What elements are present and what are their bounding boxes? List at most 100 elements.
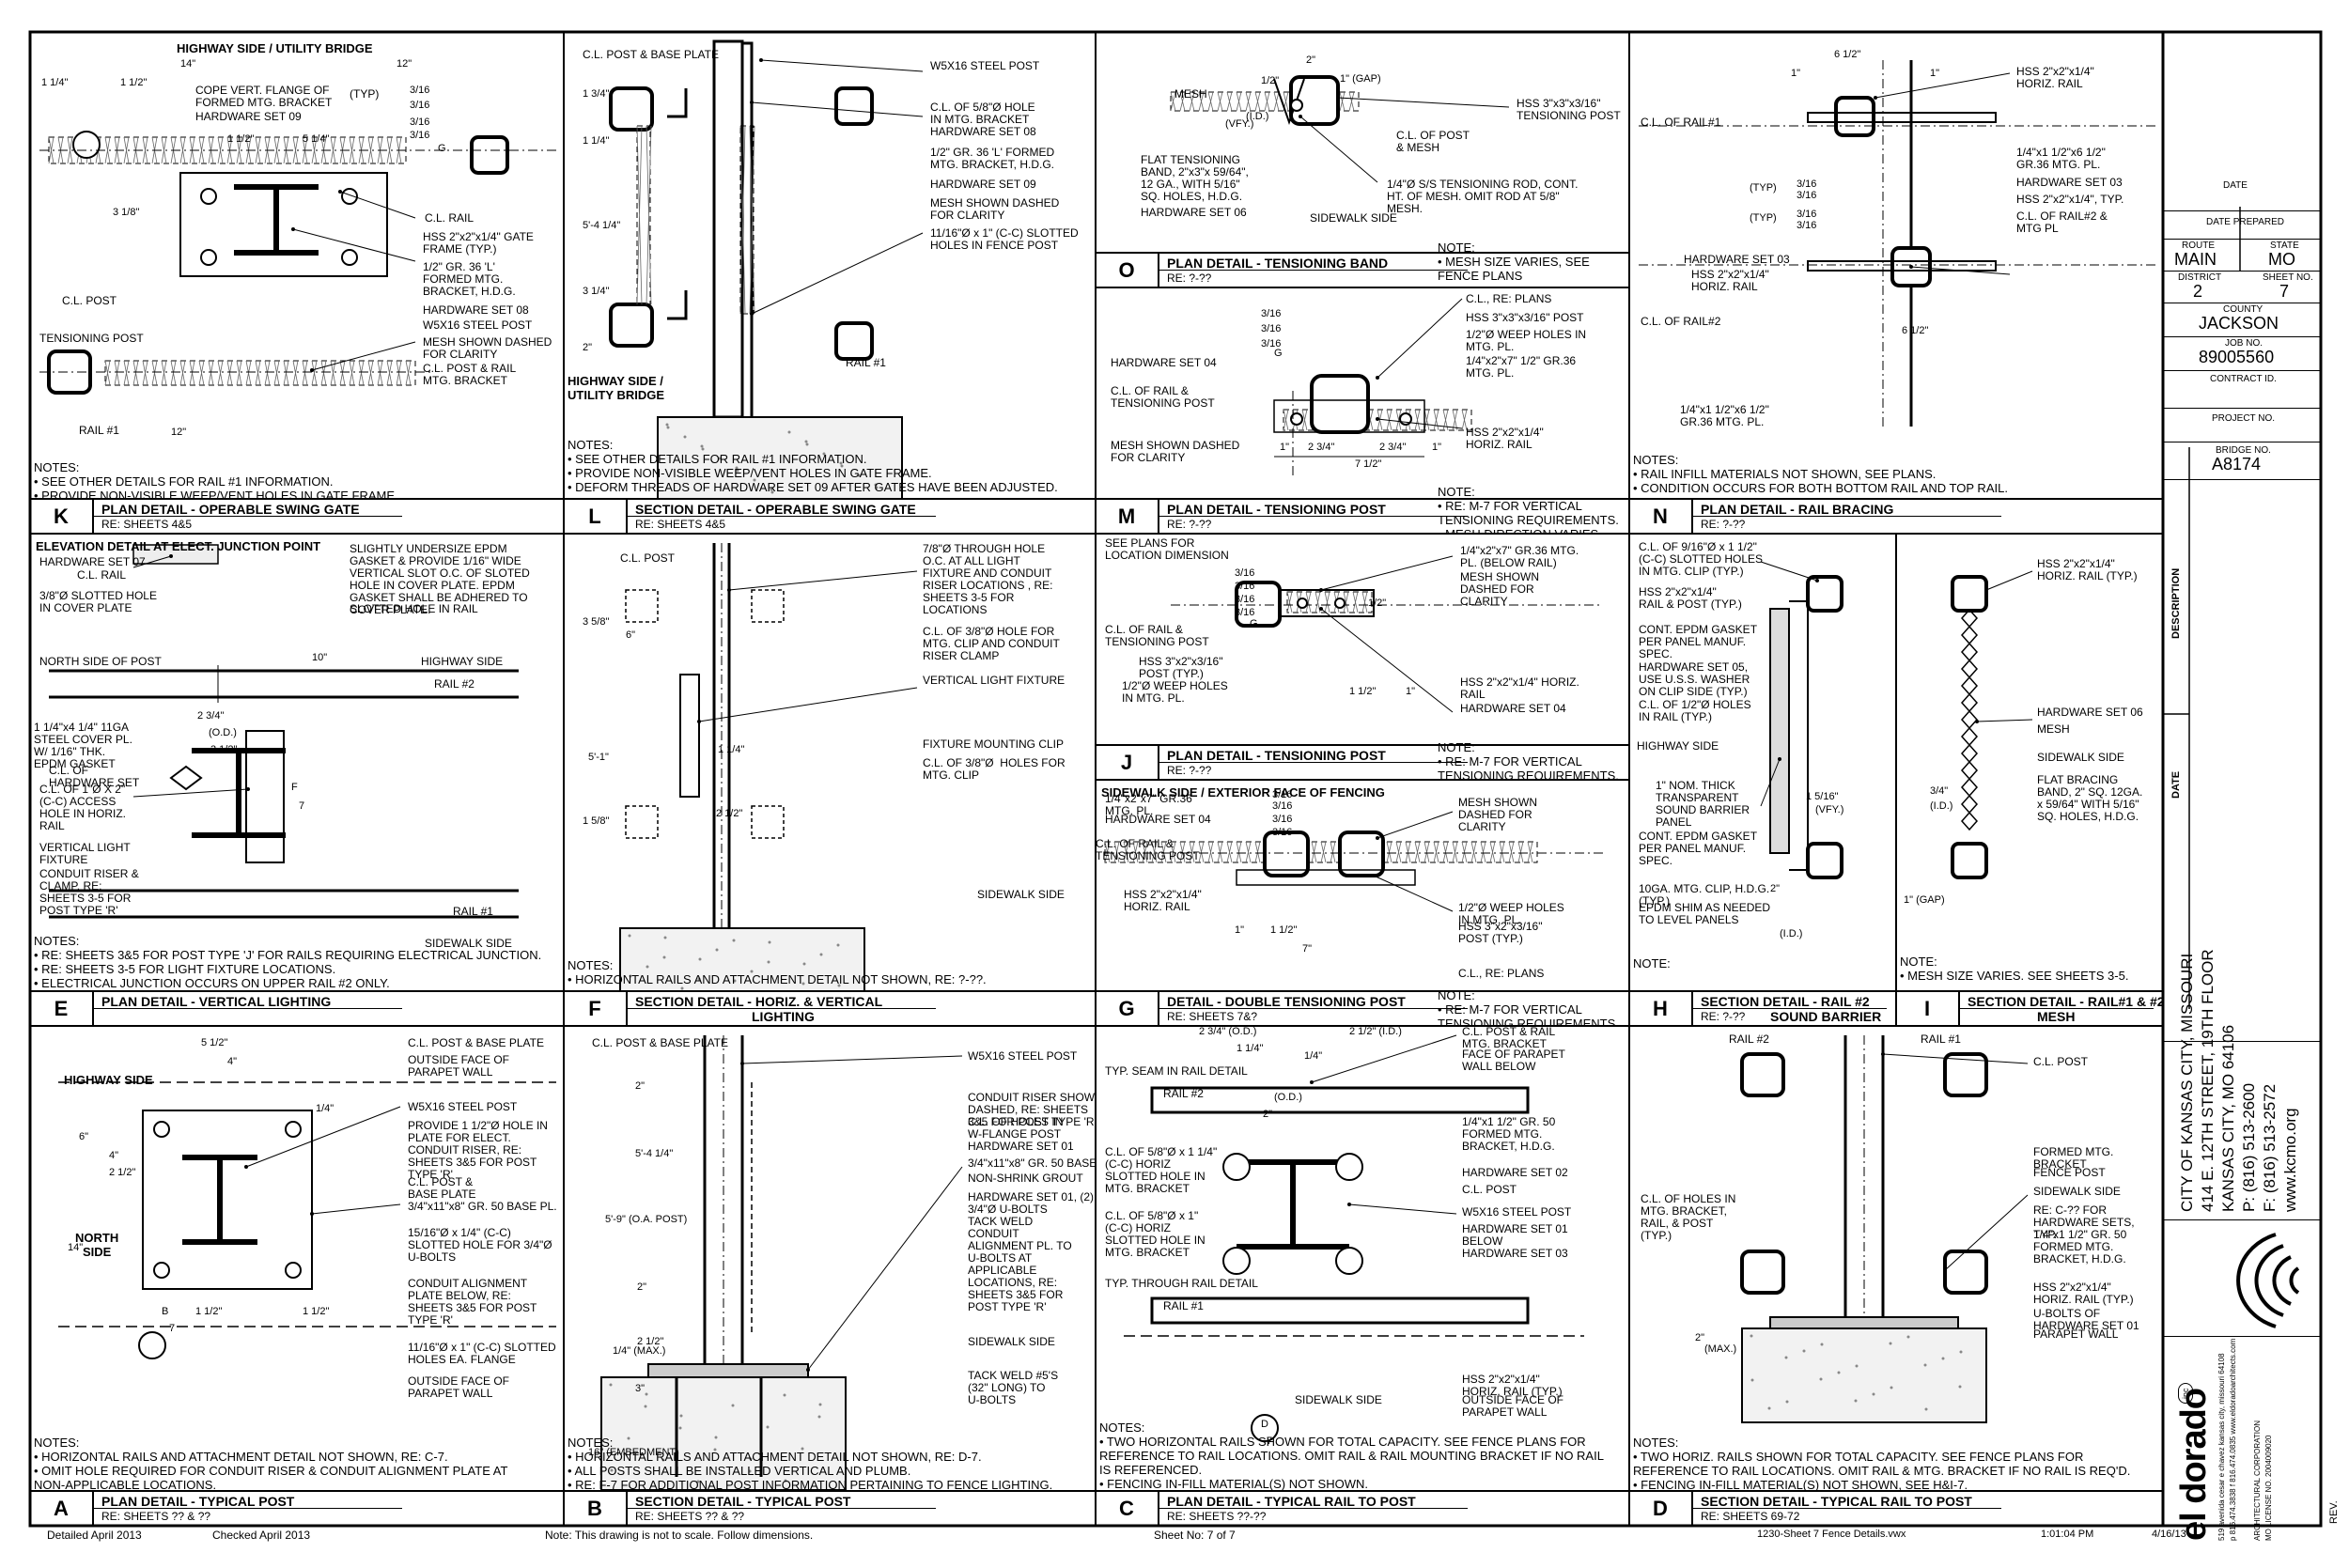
note-line: • HORIZONTAL RAILS AND ATTACHMENT DETAIL… [568, 1450, 982, 1464]
callout-label: MESH SHOWN DASHED FOR CLARITY [1460, 570, 1539, 608]
callout-label: HARDWARE SET 01 [968, 1140, 1074, 1153]
dimension-label: 1 1/2" [195, 1306, 223, 1317]
concrete-parapet [657, 416, 903, 498]
description-label: DESCRIPTION [2170, 567, 2182, 639]
firm-license: MO LICENSE NO. 2004009020 [2264, 1435, 2273, 1541]
note-line: • HORIZONTAL RAILS AND ATTACHMENT DETAIL… [34, 1450, 448, 1464]
callout-label: 1/2"Ø WEEP HOLES IN MTG. PL. [1466, 328, 1587, 353]
callout-label: SIDEWALK SIDE [425, 937, 512, 950]
dimension-label: 1 1/2" [120, 77, 148, 88]
dimension-label: 10" [312, 652, 328, 663]
callout-label: HARDWARE SET 09 [195, 110, 302, 123]
rev-label: REV. [2328, 1500, 2340, 1524]
note-line: • RAIL INFILL MATERIALS NOT SHOWN, SEE P… [1633, 467, 1937, 481]
note-line: • RE: M-7 FOR VERTICAL [1438, 499, 1582, 513]
detail-notes: NOTES:• RAIL INFILL MATERIALS NOT SHOWN,… [1633, 453, 2008, 495]
note-line: • RE: M-7 FOR VERTICAL [1438, 754, 1582, 768]
detail-title-sub: - TENSIONING POST [1252, 748, 1386, 763]
firm-name: el dorado [2174, 1388, 2214, 1541]
detail-letter: K [30, 500, 94, 534]
detail-title: PLAN DETAIL - VERTICAL LIGHTING [101, 994, 331, 1009]
w5x16-post [1237, 1159, 1349, 1250]
detail-letter: H [1629, 992, 1693, 1026]
callout-label: HARDWARE SET 02 [1462, 1166, 1568, 1179]
leader-line [1910, 266, 2011, 275]
callout-label: RAIL #1 [846, 356, 886, 369]
firm-badge: inc [2178, 1383, 2193, 1404]
detail-title-main: PLAN DETAIL [101, 1494, 188, 1509]
bolt-hole [200, 188, 217, 205]
note-line: • MESH SIZE VARIES, SEE [1438, 255, 1590, 269]
leader-line [1373, 875, 1454, 912]
detail-title: SECTION DETAIL - HORIZ. & VERTICAL [635, 994, 882, 1009]
detail-notes: NOTES:• RE: SHEETS 3&5 FOR POST TYPE 'J'… [34, 934, 541, 990]
detail-title: PLAN DETAIL - TENSIONING POST [1167, 502, 1386, 517]
detail-heading-secondary: NORTH SIDE [75, 1231, 119, 1259]
callout-label: C.L. OF RAIL & TENSIONING POST [1105, 623, 1209, 648]
mesh-rail-infill [104, 360, 416, 386]
detail-reference: RE: ?-?? [1167, 272, 1212, 285]
detail-notes: NOTES:• SEE OTHER DETAILS FOR RAIL #1 IN… [568, 438, 1058, 494]
client-info-line: P: (816) 513-2600 [2240, 1082, 2258, 1212]
callout-label: (TYP) [350, 87, 380, 101]
note-line: • CONDITION OCCURS FOR BOTH BOTTOM RAIL … [1633, 481, 2008, 495]
dimension-label: 5'-4 1/4" [583, 220, 621, 231]
dimension-label: 16" (EMBEDMENT) [588, 1447, 679, 1458]
dimension-label: 2" [1695, 1332, 1705, 1343]
dimension-label: 12" [397, 58, 412, 70]
note-line: • TWO HORIZONTAL RAILS SHOWN FOR TOTAL C… [1099, 1435, 1586, 1449]
callout-label: MESH SHOWN DASHED FOR CLARITY [1111, 439, 1240, 464]
callout-label: C.L. RAIL [77, 568, 127, 582]
callout-label: 15/16"Ø x 1/4" (C-C) SLOTTED HOLE FOR 3/… [408, 1226, 552, 1264]
note-line: • HORIZONTAL RAILS AND ATTACHMENT DETAIL… [568, 972, 987, 986]
callout-label: W5X16 STEEL POST [423, 318, 533, 332]
note-line: • RE: SHEETS 3&5 FOR POST TYPE 'J' FOR R… [34, 948, 542, 962]
leader-line [751, 101, 924, 117]
note-line: NOTES: [568, 958, 614, 972]
callout-label: FACE OF PARAPET WALL BELOW [1462, 1048, 1565, 1073]
dimension-label: 3/16 [410, 100, 430, 111]
callout-label: C.L. POST [1462, 1183, 1517, 1196]
detail-title-main: PLAN DETAIL [101, 994, 188, 1009]
note-line: NOTES: [568, 438, 614, 452]
callout-label: HARDWARE SET 05, USE U.S.S. WASHER ON CL… [1639, 660, 1750, 698]
gate-frame-top [609, 86, 654, 132]
detail-title: PLAN DETAIL - TYPICAL RAIL TO POST [1167, 1494, 1416, 1509]
callout-label: HARDWARE SET 04 [1460, 702, 1566, 715]
concrete-parapet [600, 1376, 847, 1490]
callout-label: 3/8"Ø SLOTTED HOLE IN COVER PLATE [39, 589, 157, 614]
leader-line [1944, 1194, 2029, 1271]
dimension-label: 3/16 [1272, 789, 1293, 800]
footer-file-name: 1230-Sheet 7 Fence Details.vwx [1757, 1529, 1906, 1540]
callout-label: SLIGHTLY UNDERSIZE EPDM GASKET & PROVIDE… [350, 542, 530, 616]
rail-tube-top [1951, 575, 1988, 613]
callout-label: FORMED MTG. BRACKET [2033, 1145, 2114, 1171]
callout-label: 1/2"Ø WEEP HOLES IN MTG. PL. [1122, 679, 1228, 705]
callout-label: CONDUIT RISER & CLAMP, RE: SHEETS 3-5 FO… [39, 867, 139, 917]
dimension-label: 2 3/4" [1379, 442, 1407, 453]
callout-label: U-BOLTS OF HARDWARE SET 01 [2033, 1307, 2139, 1332]
bridge-no-label: BRIDGE NO. [2216, 445, 2271, 456]
dimension-label: (O.D.) [209, 727, 237, 738]
detail-notes: NOTE: [1633, 956, 1671, 970]
dimension-label: 1/4" (MAX.) [613, 1345, 666, 1357]
leader-line [1760, 561, 1818, 582]
dimension-label: 3 1/2" [210, 744, 238, 755]
detail-title-main: SECTION DETAIL [1968, 994, 2077, 1009]
route-value: MAIN [2174, 250, 2217, 269]
callout-label: C.L. POST & BASE PLATE [592, 1036, 728, 1049]
dimension-label: 3/16 [1797, 179, 1817, 190]
detail-f-drawing [619, 543, 918, 990]
leader-line [1875, 72, 2011, 99]
callout-label: HSS 2"x2"x1/4" HORIZ. RAIL (TYP.) [2033, 1281, 2134, 1306]
dimension-label: 3/16 [410, 116, 430, 128]
note-line: NOTES: [1633, 1436, 1679, 1450]
